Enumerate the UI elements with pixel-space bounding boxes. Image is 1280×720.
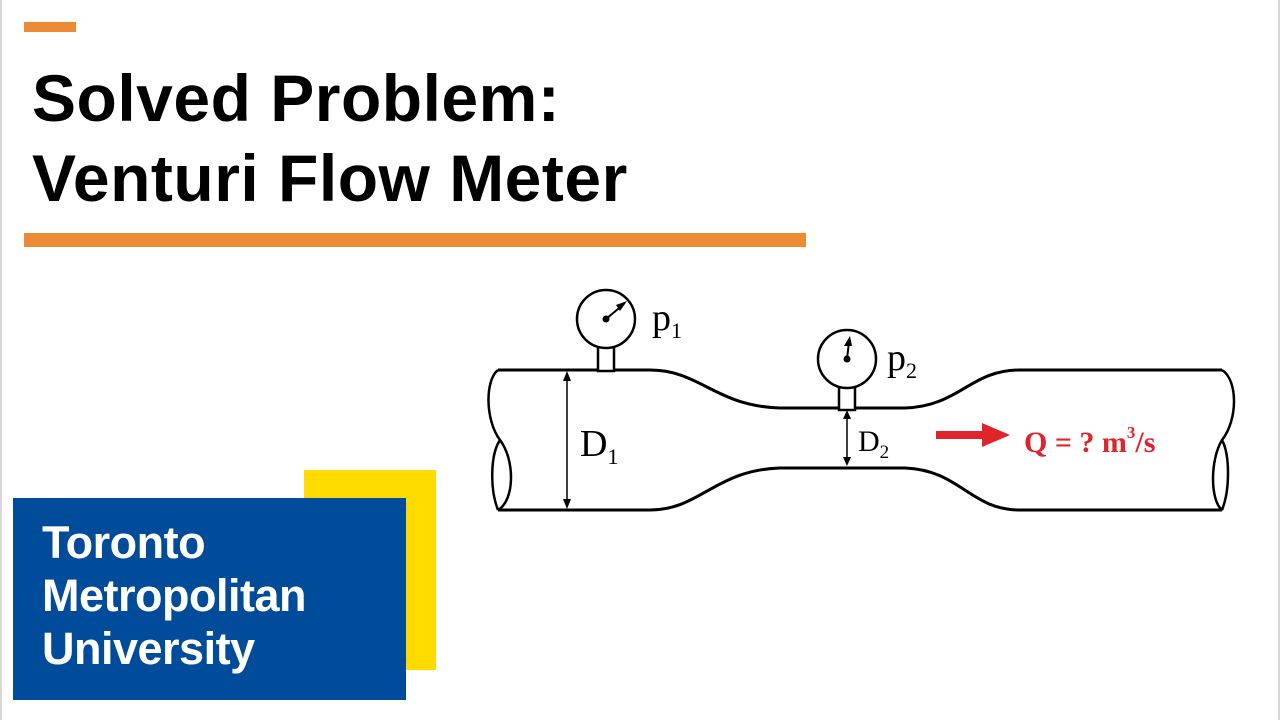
gauge-2-pivot	[843, 355, 851, 363]
d2-arrow-top	[843, 410, 851, 419]
pipe-bottom-wall	[498, 466, 1222, 512]
logo-line-3: University	[42, 623, 255, 674]
top-accent-bar	[24, 22, 76, 32]
d2-arrow-bottom	[843, 457, 851, 466]
flow-rate-label: Q = ? m3/s	[1024, 423, 1155, 459]
pipe-right-break	[1211, 368, 1236, 511]
pipe-left-break	[487, 369, 513, 512]
gauge-1-pivot	[602, 315, 610, 323]
slide-title: Solved Problem: Venturi Flow Meter	[32, 58, 628, 218]
logo-line-1: Toronto	[42, 517, 206, 568]
gauge-2-label: p2	[887, 337, 917, 383]
slide-right-border	[1278, 0, 1280, 720]
logo-line-2: Metropolitan	[42, 570, 306, 621]
university-logo	[13, 498, 406, 700]
gauge-1-needle-tip	[616, 301, 627, 311]
pipe-top-wall	[498, 368, 1222, 410]
venturi-diagram: p1 p2 D1 D2 Q = ? m3/s	[487, 288, 1236, 512]
university-logo-text: Toronto Metropolitan University	[42, 516, 306, 675]
gauge-1-label: p1	[652, 297, 682, 343]
d1-arrow-bottom	[563, 499, 571, 509]
flow-arrow-shaft	[936, 431, 984, 439]
flow-arrow-head	[982, 423, 1010, 447]
d1-arrow-top	[563, 371, 571, 381]
d1-label: D1	[580, 423, 618, 469]
title-underline-bar	[24, 233, 806, 247]
d2-label: D2	[858, 425, 889, 463]
slide-left-border	[0, 0, 2, 720]
gauge-2-needle-tip	[844, 336, 852, 346]
title-line-1: Solved Problem:	[32, 61, 561, 135]
title-line-2: Venturi Flow Meter	[32, 141, 628, 215]
